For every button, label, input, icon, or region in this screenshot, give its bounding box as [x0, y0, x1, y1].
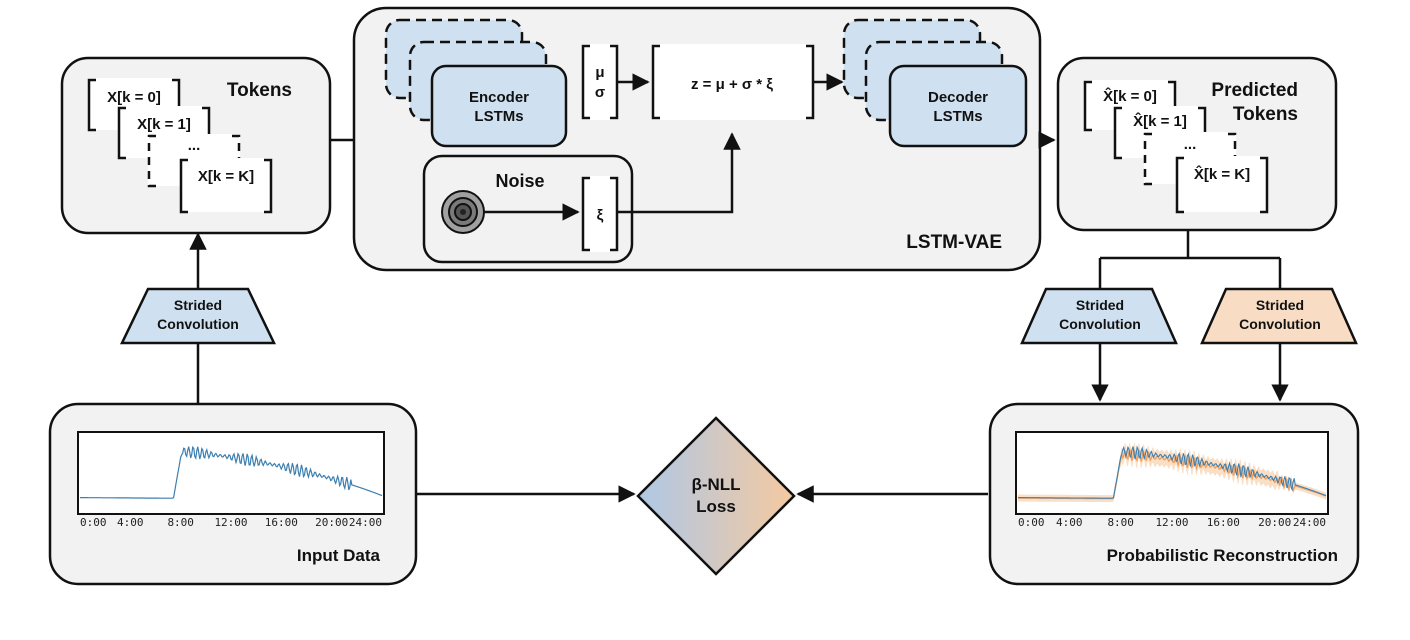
tokens-title: Tokens [227, 80, 292, 101]
lstm-vae-title: LSTM-VAE [906, 232, 1002, 253]
xi-vector: ξ [581, 176, 619, 252]
predicted-title-line1: Predicted [1211, 80, 1298, 101]
x-tick-label: 8:00 [1107, 516, 1134, 529]
x-tick-label: 4:00 [1056, 516, 1083, 529]
x-tick-label: 20:00 [315, 516, 348, 529]
conv-right-orange-line1: Strided [1256, 297, 1304, 313]
token-card-k: X[k = K] [179, 158, 273, 214]
predicted-label-k: X̂[k = K] [1194, 164, 1250, 183]
x-tick-label: 8:00 [167, 516, 194, 529]
x-tick-label: 16:00 [1207, 516, 1240, 529]
noise-title: Noise [495, 171, 544, 191]
x-tick-label: 12:00 [1155, 516, 1188, 529]
token-label-0: X[k = 0] [107, 89, 161, 106]
token-label-1: X[k = 1] [137, 116, 191, 133]
predicted-label-ellipsis: ... [1184, 136, 1197, 153]
conv-right-orange-line2: Convolution [1239, 316, 1321, 332]
predicted-tokens-panel: Predicted Tokens X̂[k = 0] X̂[k = 1] ...… [1056, 56, 1338, 232]
x-tick-label: 20:00 [1258, 516, 1291, 529]
recon-input-line [1018, 445, 1327, 499]
conv-right-blue-line1: Strided [1076, 297, 1124, 313]
xi-symbol: ξ [597, 207, 604, 224]
conv-left-trapezoid: Strided Convolution [120, 287, 276, 345]
x-tick-label: 0:00 [80, 516, 107, 529]
conv-left-line1: Strided [174, 297, 222, 313]
conv-right-blue-trapezoid: Strided Convolution [1020, 287, 1178, 345]
input-plot-frame [77, 431, 385, 515]
encoder-label-line2: LSTMs [474, 108, 523, 125]
token-label-k: X[k = K] [198, 168, 254, 185]
recon-uncertainty-band [1018, 441, 1326, 503]
x-tick-label: 24:00 [349, 516, 382, 529]
z-equation: z = μ + σ * ξ [691, 76, 773, 93]
reconstruction-title: Probabilistic Reconstruction [1107, 546, 1338, 565]
loss-line1: β-NLL [691, 475, 740, 494]
x-tick-label: 24:00 [1293, 516, 1326, 529]
token-label-ellipsis: ... [188, 137, 201, 154]
tokens-panel: Tokens X[k = 0] X[k = 1] ... X[k = K] [60, 56, 332, 235]
mu-sigma-vector: μ σ [581, 44, 619, 120]
decoder-label-line1: Decoder [928, 89, 988, 106]
conv-right-orange-trapezoid: Strided Convolution [1200, 287, 1358, 345]
predicted-title-line2: Tokens [1233, 104, 1298, 125]
predicted-card-k: X̂[k = K] [1175, 156, 1269, 214]
predicted-label-0: X̂[k = 0] [1103, 86, 1157, 105]
input-data-title: Input Data [297, 546, 381, 565]
loss-line2: Loss [696, 497, 736, 516]
sigma-symbol: σ [595, 84, 605, 101]
x-tick-label: 0:00 [1018, 516, 1045, 529]
noise-panel [422, 154, 634, 264]
encoder-lstms-box [430, 64, 568, 148]
predicted-split-edge [1098, 230, 1282, 288]
x-tick-label: 16:00 [265, 516, 298, 529]
conv-right-blue-line2: Convolution [1059, 316, 1141, 332]
loss-diamond: β-NLL Loss [636, 416, 796, 576]
encoder-label-line1: Encoder [469, 89, 529, 106]
x-tick-label: 12:00 [214, 516, 247, 529]
predicted-label-1: X̂[k = 1] [1133, 111, 1187, 130]
decoder-lstms-box [888, 64, 1028, 148]
xi-to-z-edge [618, 132, 741, 214]
conv-left-line2: Convolution [157, 316, 239, 332]
z-equation-box: z = μ + σ * ξ [651, 44, 815, 120]
mu-symbol: μ [595, 64, 604, 81]
lstm-vae-panel: LSTM-VAE Encoder LSTMs μ σ z = μ + σ * ξ… [352, 6, 1042, 272]
input-series-line [80, 445, 383, 499]
noise-source-icon [441, 190, 485, 234]
x-tick-label: 4:00 [117, 516, 144, 529]
decoder-label-line2: LSTMs [933, 108, 982, 125]
